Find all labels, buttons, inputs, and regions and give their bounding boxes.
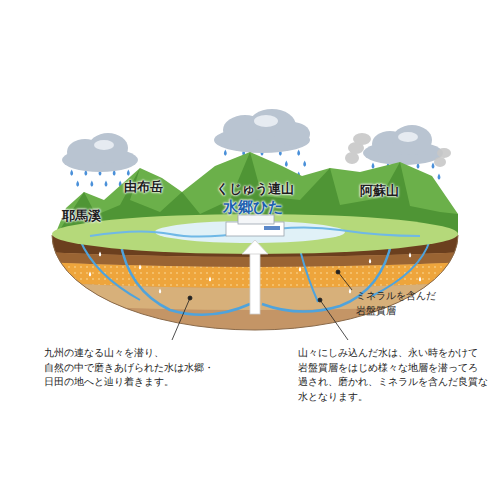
- strata: [40, 230, 470, 350]
- ground-surface: [52, 214, 458, 254]
- smoke: [345, 133, 451, 167]
- water-drop: [297, 150, 300, 156]
- water-drop: [349, 288, 351, 293]
- water-drop: [409, 252, 411, 257]
- water-drop: [419, 276, 421, 281]
- note-text: 山々にしみ込んだ水は、永い時をかけて 岩盤質層をはじめ様々な地層を潜ってろ 過さ…: [298, 346, 496, 404]
- factory: [226, 215, 284, 236]
- place-label: 由布岳: [124, 179, 163, 195]
- water-drop: [209, 276, 211, 281]
- place-label: くじゅう連山: [216, 181, 294, 197]
- place-label: 水郷ひた: [223, 198, 283, 216]
- place-label: 耶馬溪: [62, 208, 101, 224]
- callout-label: ミネラルを含んだ 岩盤質層: [356, 289, 448, 318]
- water-drop: [159, 288, 161, 293]
- bowl-outline: [52, 235, 458, 330]
- upward-arrow: [242, 240, 268, 314]
- water-drop: [139, 264, 141, 269]
- water-drop: [369, 258, 371, 263]
- water-drop: [299, 266, 301, 271]
- water-drop: [89, 271, 91, 276]
- water-drop: [303, 161, 306, 167]
- water-drop: [70, 170, 73, 176]
- water-drop: [105, 181, 108, 187]
- water-drop: [127, 170, 130, 176]
- water-drop: [432, 163, 435, 169]
- water-drop: [372, 163, 375, 169]
- water-drop: [285, 161, 288, 167]
- leader-line: [172, 270, 352, 340]
- water-drop: [99, 251, 101, 256]
- water-drop: [224, 150, 227, 156]
- note-text: 九州の連なる山々を潜り、 自然の中で磨きあげられた水は水郷・ 日田の地へと辿り着…: [44, 346, 244, 390]
- water-drop: [438, 174, 441, 180]
- place-label: 阿蘇山: [360, 183, 399, 199]
- water-drop: [90, 181, 93, 187]
- cloud-highlight: [94, 115, 418, 150]
- water-drop: [76, 181, 79, 187]
